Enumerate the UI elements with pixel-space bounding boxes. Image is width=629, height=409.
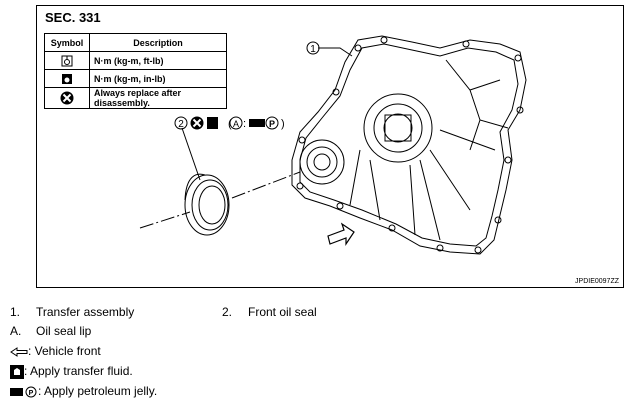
legend-transfer-fluid: : Apply transfer fluid. [10, 364, 133, 379]
figure-reference: JPDIE0097ZZ [575, 278, 619, 285]
petroleum-jelly-icon: P [10, 386, 37, 398]
callout-1: 1 [310, 44, 316, 55]
replace-icon [60, 91, 74, 105]
legend-petroleum-jelly: P : Apply petroleum jelly. [10, 384, 157, 398]
legend-item-1: 1. Transfer assembly [10, 305, 134, 319]
vehicle-front-icon [10, 346, 28, 357]
torque-wrench-icon [61, 55, 73, 66]
symbol-table: Symbol Description N·m (kg-m, ft-lb) N·m… [44, 33, 227, 109]
symbol-row: Always replace after disassembly. [44, 87, 227, 109]
symbol-row: N·m (kg-m, ft-lb) [44, 51, 227, 70]
diagram-frame: SEC. 331 Symbol Description N·m (kg-m, f… [36, 5, 624, 288]
vehicle-front-arrow [327, 222, 355, 246]
legend-item-a: A. Oil seal lip [10, 324, 91, 338]
svg-text::: : [243, 118, 246, 130]
transfer-housing [291, 35, 527, 255]
petroleum-jelly-icon [249, 119, 265, 127]
front-oil-seal [184, 174, 230, 236]
svg-text:P: P [29, 390, 34, 397]
callout-a: A [233, 119, 239, 129]
legend-vehicle-front: : Vehicle front [10, 344, 101, 358]
section-label: SEC. 331 [45, 10, 101, 25]
svg-text:P: P [269, 119, 275, 129]
transfer-fluid-icon [207, 117, 218, 129]
legend-text: Transfer assembly [36, 305, 135, 319]
torque-wrench-filled-icon [62, 73, 72, 84]
transfer-diagram: 1 2 ( A : P ) [139, 35, 527, 255]
symbol-row: N·m (kg-m, in-lb) [44, 69, 227, 88]
legend-item-2: 2. Front oil seal [222, 305, 317, 319]
callout-2: 2 [178, 119, 184, 130]
legend-number: A. [10, 324, 22, 338]
symbol-description: Always replace after disassembly. [89, 87, 227, 109]
legend-text: Oil seal lip [36, 324, 92, 338]
transfer-fluid-icon [10, 364, 24, 379]
legend-text: Front oil seal [248, 305, 317, 319]
svg-text:): ) [281, 118, 285, 130]
legend-number: 2. [222, 305, 233, 319]
legend-number: 1. [10, 305, 21, 319]
